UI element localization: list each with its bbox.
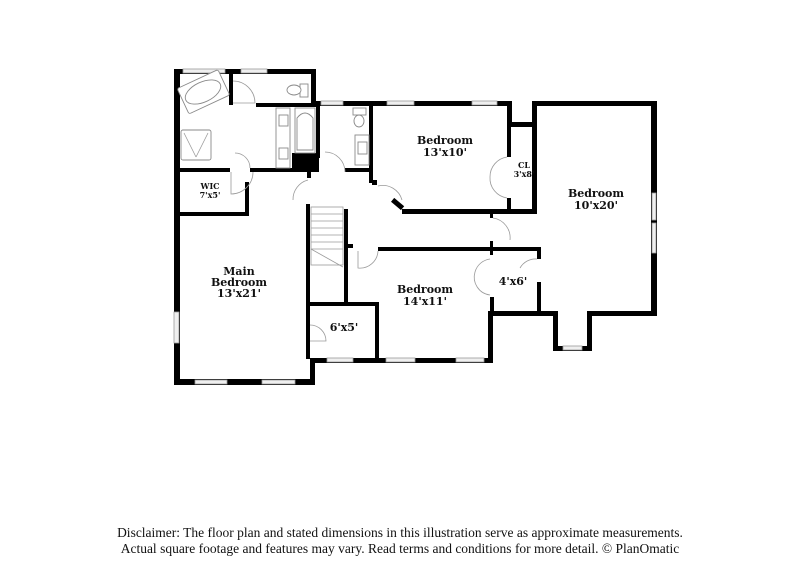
room-bedroom-2-name: Bedroom (417, 134, 473, 147)
room-bedroom-3-dims: 10'x20' (574, 199, 618, 212)
bathtub-icon (177, 69, 230, 114)
room-closet-name: CL (518, 160, 530, 170)
room-bedroom-4-dims: 14'x11' (403, 295, 447, 308)
room-closet-4x6-dims: 4'x6' (499, 275, 528, 288)
room-bedroom-4-name: Bedroom (397, 283, 453, 296)
room-main-bedroom-name: Main (223, 265, 254, 278)
room-wic-dims: 7'x5' (200, 190, 221, 200)
room-bedroom-2-dims: 13'x10' (423, 146, 467, 159)
windows (173, 68, 657, 385)
disclaimer: Disclaimer: The floor plan and stated di… (0, 525, 800, 557)
disclaimer-line-2: Actual square footage and features may v… (120, 541, 680, 556)
room-closet-dims: 3'x8' (514, 169, 535, 179)
toilet-icon (286, 83, 309, 98)
doors (230, 80, 538, 342)
staircase (310, 206, 344, 268)
room-main-bedroom-dims: 13'x21' (217, 287, 261, 300)
room-bedroom-3-name: Bedroom (568, 187, 624, 200)
shower-icon (180, 129, 212, 161)
exterior-walls (174, 69, 657, 385)
sink-icon (354, 134, 370, 166)
room-main-bedroom-name2: Bedroom (211, 276, 267, 289)
room-closet-6x5-dims: 6'x5' (330, 321, 359, 334)
sink-icon (275, 107, 291, 169)
disclaimer-line-1: Disclaimer: The floor plan and stated di… (117, 525, 683, 540)
bathtub-icon (294, 107, 316, 154)
room-labels: Main Bedroom 13'x21' WIC 7'x5' Bedroom 1… (199, 134, 624, 334)
bath-fixtures (177, 69, 370, 169)
interior-walls (178, 74, 541, 360)
toilet-icon (352, 107, 367, 128)
room-wic-name: WIC (199, 181, 219, 191)
